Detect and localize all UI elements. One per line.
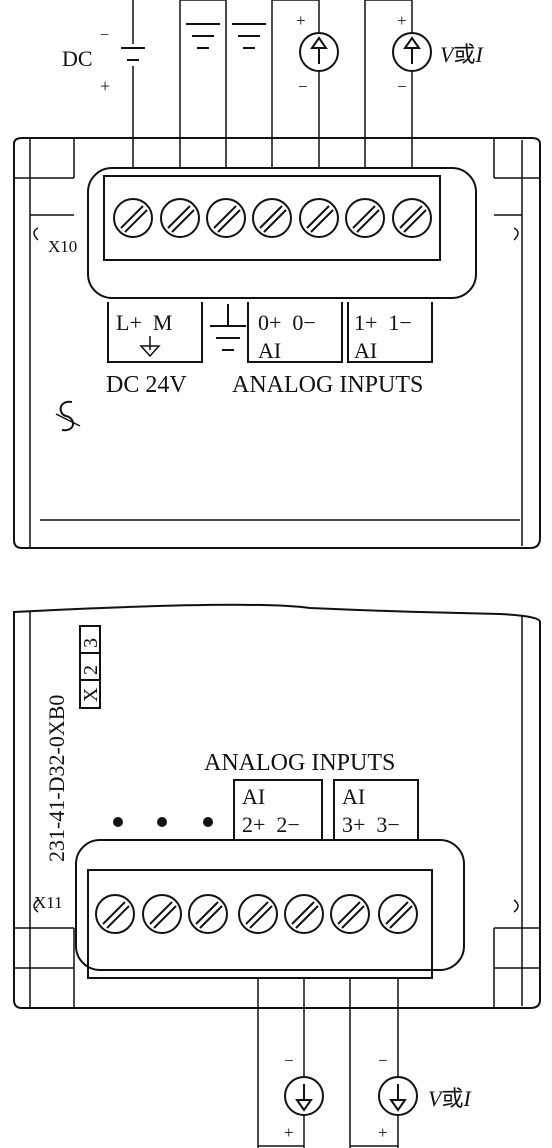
- bottom-module: 231-41-D32-0XB0 X 2 3 ANALOG INPUTS AI 2…: [13, 603, 541, 1148]
- caption-analog-inputs-bottom: ANALOG INPUTS: [204, 750, 395, 776]
- source-plus-sign: +: [378, 1123, 388, 1142]
- terminal-label-channel-1-type: AI: [354, 338, 377, 363]
- screw-terminals-top: [113, 198, 432, 238]
- terminal-label-channel-2-type: AI: [242, 784, 265, 809]
- ground-symbol: [210, 304, 246, 351]
- terminal-label-channel-1: 1+ 1−: [354, 310, 412, 335]
- dc-minus-sign: −: [100, 27, 109, 44]
- terminal-label-channel-2: 2+ 2−: [242, 812, 300, 837]
- terminal-label-channel-0: 0+ 0−: [258, 310, 316, 335]
- source-minus-sign: −: [298, 77, 308, 96]
- screw-terminal: [252, 198, 292, 238]
- terminal-label-boxes-bottom: [233, 779, 419, 842]
- screw-terminal: [238, 894, 278, 934]
- part-number: 231-41-D32-0XB0: [44, 695, 69, 862]
- screw-terminal: [378, 894, 418, 934]
- logo-mark: [55, 400, 81, 432]
- screw-terminal: [95, 894, 135, 934]
- dc-plus-sign: +: [100, 76, 110, 96]
- dc-source-label: DC: [62, 46, 93, 71]
- screw-terminal: [330, 894, 370, 934]
- version-boxes: [79, 625, 101, 709]
- screw-terminal: [392, 198, 432, 238]
- caption-analog-inputs-top: ANALOG INPUTS: [232, 372, 423, 398]
- screw-terminal: [299, 198, 339, 238]
- v-or-i-label: V或I: [428, 1086, 472, 1111]
- screw-terminal: [188, 894, 228, 934]
- version-box-2: 2: [80, 665, 102, 675]
- dc-battery-symbol: [120, 44, 146, 66]
- screw-terminal: [160, 198, 200, 238]
- source-minus-sign: −: [378, 1051, 388, 1070]
- version-box-1: X: [80, 687, 102, 702]
- screw-terminal: [113, 198, 153, 238]
- wires-top: [132, 0, 413, 168]
- screw-terminals-bottom: [95, 894, 418, 934]
- caption-power: DC 24V: [106, 372, 187, 398]
- terminal-label-channel-3: 3+ 3−: [342, 812, 400, 837]
- screw-terminal: [345, 198, 385, 238]
- terminal-block-x11: [75, 839, 465, 971]
- version-box-3: 3: [80, 638, 102, 648]
- connector-label-x11: X11: [34, 893, 63, 912]
- ground-symbol: [232, 20, 266, 54]
- connector-label-x10: X10: [48, 237, 77, 256]
- terminal-label-channel-3-type: AI: [342, 784, 365, 809]
- current-source-symbol: [284, 1076, 324, 1116]
- screw-terminal: [284, 894, 324, 934]
- source-plus-sign: +: [397, 11, 407, 30]
- current-source-symbol: [378, 1076, 418, 1116]
- terminal-label-channel-0-type: AI: [258, 338, 281, 363]
- source-plus-sign: +: [296, 11, 306, 30]
- source-minus-sign: −: [284, 1051, 294, 1070]
- source-minus-sign: −: [397, 77, 407, 96]
- top-module: X10 DC − +: [13, 0, 541, 549]
- ground-symbol: [186, 20, 220, 54]
- power-arrow-icon: [139, 336, 161, 358]
- terminal-label-power: L+ M: [116, 310, 172, 335]
- source-plus-sign: +: [284, 1123, 294, 1142]
- terminal-label-boxes-top: [107, 302, 433, 363]
- current-source-symbol: [392, 32, 432, 72]
- current-source-symbol: [299, 32, 339, 72]
- wires-bottom: [257, 978, 399, 1148]
- v-or-i-label: V或I: [440, 42, 484, 67]
- screw-terminal: [142, 894, 182, 934]
- unused-terminal-dots: [113, 817, 213, 827]
- screw-terminal: [206, 198, 246, 238]
